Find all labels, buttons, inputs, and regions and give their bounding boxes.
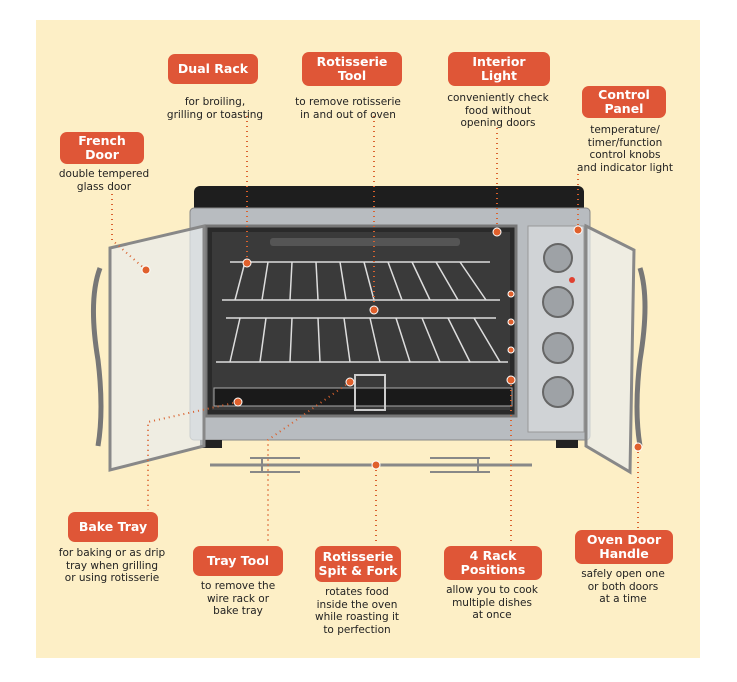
door-handle-description: safely open one or both doors at a time	[581, 568, 665, 605]
right-door	[584, 223, 636, 475]
rack-positions-label: 4 Rack Positions	[444, 546, 542, 580]
left-door	[108, 224, 206, 472]
left-door-handle	[91, 267, 104, 447]
french-door-label: French Door	[60, 132, 144, 164]
dual-rack-label: Dual Rack	[168, 54, 258, 84]
bake-tray-label: Bake Tray	[68, 512, 158, 542]
tray-tool	[354, 374, 386, 411]
tray-tool-label: Tray Tool	[193, 546, 283, 576]
rotisserie-tool-label: Rotisserie Tool	[302, 52, 402, 86]
interior-light-description: conveniently check food without opening …	[447, 92, 549, 129]
rotisserie-tool-description: to remove rotisserie in and out of oven	[295, 96, 401, 121]
door-handle-label: Oven Door Handle	[575, 530, 673, 564]
wire-rack-lower	[216, 317, 508, 363]
rotisserie-spit-label: Rotisserie Spit & Fork	[315, 546, 401, 582]
rotisserie-spit	[210, 457, 532, 473]
control-panel-label: Control Panel	[582, 86, 666, 118]
control-knobs	[542, 243, 574, 408]
rotisserie-spit-description: rotates food inside the oven while roast…	[314, 586, 399, 636]
indicator-light	[569, 277, 575, 283]
interior-light-label: Interior Light	[448, 52, 550, 86]
tray-tool-description: to remove the wire rack or bake tray	[200, 580, 276, 617]
french-door-description: double tempered glass door	[58, 168, 150, 193]
rack-positions-description: allow you to cook multiple dishes at onc…	[446, 584, 538, 621]
right-door-handle	[634, 267, 648, 447]
callout-dots	[141, 225, 643, 470]
dual-rack-description: for broiling, grilling or toasting	[166, 96, 264, 121]
wire-rack-upper	[222, 261, 500, 301]
control-panel-description: temperature/ timer/function control knob…	[577, 124, 673, 174]
bake-tray	[213, 387, 513, 407]
bake-tray-description: for baking or as drip tray when grilling…	[58, 547, 166, 584]
leader-lines	[111, 116, 639, 544]
